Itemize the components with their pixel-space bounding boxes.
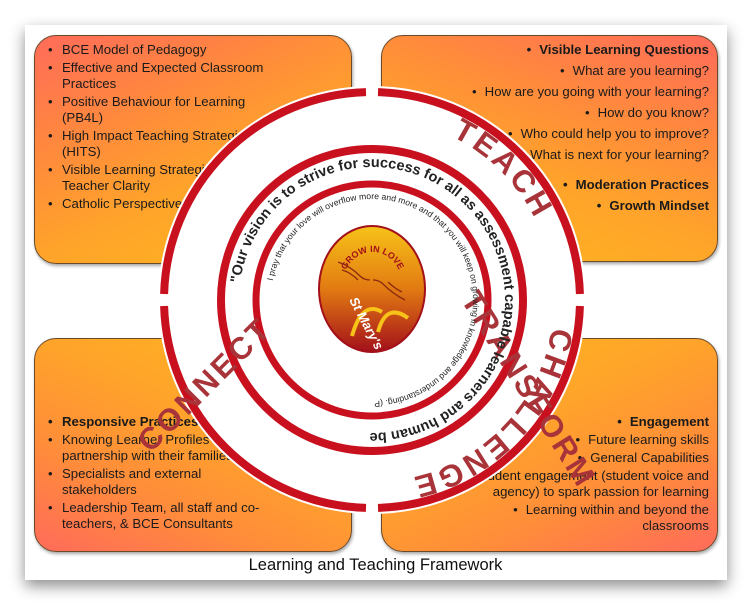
teach-item-text: Positive Behaviour for Learning (PB4L) [62,94,246,125]
challenge-item-text: How do you know? [597,105,709,120]
hands-icon [337,261,406,301]
transform-item-text: Student engagement (student voice and ag… [475,468,709,499]
bullet-icon: • [617,414,622,429]
challenge-item-text: What is next for your learning? [530,147,709,162]
transform-item-text: Future learning skills [588,432,709,447]
teach-list: BCE Model of PedagogyEffective and Expec… [44,42,264,214]
challenge-item-text: Who could help you to improve? [520,126,709,141]
bullet-icon: • [472,84,477,99]
outer-ring-arc-transform [377,305,584,512]
bullet-icon: • [562,177,568,192]
challenge-item-text: Visible Learning Questions [539,42,709,57]
transform-item: • Learning within and beyond the classroo… [449,502,709,534]
teach-item-text: Effective and Expected Classroom Practic… [62,60,264,91]
transform-item: •Student engagement (student voice and a… [449,468,709,500]
transform-item-text: General Capabilities [590,450,709,465]
challenge-item: • How do you know? [409,105,709,121]
challenge-item-text: Growth Mindset [609,198,709,213]
inner-ring [252,180,492,420]
challenge-item: • Who could help you to improve? [409,126,709,142]
teach-item: Catholic Perspectives [44,196,264,212]
school-logo: GROW IN LOVE St Mary's Laidley [318,225,426,395]
transform-item: • General Capabilities [449,450,709,466]
connect-item: Leadership Team, all staff and co-teache… [44,500,274,532]
transform-item: • Future learning skills [449,432,709,448]
bullet-icon: • [596,198,602,213]
connect-item: Responsive Practices [44,414,274,430]
bullet-icon: • [507,126,513,141]
teach-item: Positive Behaviour for Learning (PB4L) [44,94,264,126]
challenge-item: • Moderation Practices [409,177,709,193]
challenge-list: • Visible Learning Questions • What are you… [409,42,709,219]
connect-item: Specialists and external stakeholders [44,466,274,498]
bullet-icon: • [577,450,583,465]
challenge-item: • How are you going with your learning? [409,84,709,100]
challenge-item-text: How are you going with your learning? [484,84,709,99]
challenge-item: • Visible Learning Questions [409,42,709,58]
bullet-icon: • [526,42,532,57]
teach-item: BCE Model of Pedagogy [44,42,264,58]
transform-item-text: Engagement [629,414,709,429]
logo-oval [318,225,426,353]
challenge-item: • Growth Mindset [409,198,709,214]
transform-list: • Engagement • Future learning skills • Gener… [449,414,709,536]
diagram-caption: Learning and Teaching Framework [248,556,503,574]
connect-item-text: Responsive Practices [62,414,199,429]
outer-ring-arc-challenge [377,88,584,295]
bullet-icon: • [513,502,518,517]
outer-ring [160,88,584,512]
connect-item-text: Leadership Team, all staff and co-teache… [62,500,260,531]
teach-item-text: BCE Model of Pedagogy [62,42,207,57]
bullet-icon: • [560,63,565,78]
teach-item: High Impact Teaching Strategies (HITS) [44,128,264,160]
teach-item: Visible Learning Strategies for Teacher … [44,162,264,194]
hills-icon [350,307,410,337]
bullet-icon: • [584,105,590,120]
transform-item-text: Learning within and beyond the classroom… [525,502,709,533]
challenge-item: • What are you learning? [409,63,709,79]
outer-ring-arc-connect [160,305,367,512]
teach-item: Effective and Expected Classroom Practic… [44,60,264,92]
outer-ring-arc-teach [160,88,367,295]
transform-item: • Engagement [449,414,709,430]
teach-item-text: Visible Learning Strategies for Teacher … [62,162,238,193]
challenge-item-text: What are you learning? [572,63,709,78]
connect-item-text: Specialists and external stakeholders [62,466,202,497]
teach-item-text: Catholic Perspectives [62,196,189,211]
bullet-icon: • [575,432,581,447]
teach-item-text: High Impact Teaching Strategies (HITS) [62,128,252,159]
challenge-item-text: Moderation Practices [575,177,709,192]
middle-ring [217,145,527,455]
